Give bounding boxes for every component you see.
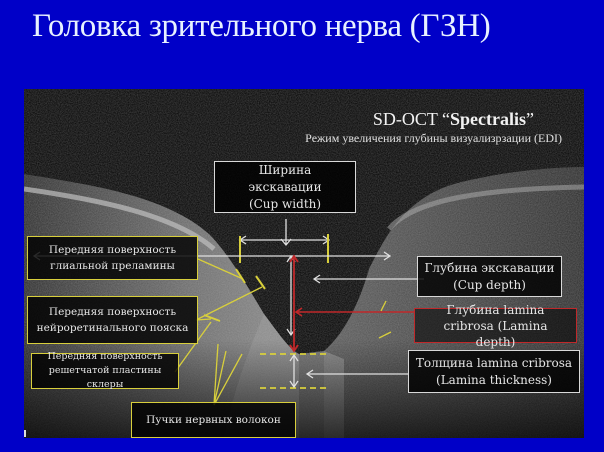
label-cup-depth: Глубина экскавации (Cup depth): [417, 256, 562, 297]
slide-marker: [24, 430, 26, 437]
heading-prefix: SD-OCT “: [372, 109, 450, 129]
oct-scan-image: SD-OCT “Spectralis” Режим увеличения глу…: [24, 89, 584, 438]
label-lamina-surface: Передняя поверхность решетчатой пластины…: [31, 351, 179, 390]
label-lamina-thickness: Толщина lamina cribrosa (Lamina thicknes…: [408, 350, 580, 393]
label-glial-prelamina: Передняя поверхность глиальной преламины: [27, 236, 198, 280]
device-heading: SD-OCT “Spectralis”: [373, 109, 534, 130]
label-cup-width: Ширина экскавации (Cup width): [214, 161, 356, 213]
slide-title: Головка зрительного нерва (ГЗН): [32, 8, 491, 44]
heading-suffix: ”: [526, 109, 534, 129]
label-nerve-bundles: Пучки нервных волокон: [131, 402, 296, 438]
label-neuroretinal-rim: Передняя поверхность нейроретинального п…: [27, 296, 198, 344]
label-lamina-depth: Глубина lamina cribrosa (Lamina depth): [414, 303, 577, 349]
heading-brand: Spectralis: [450, 109, 526, 129]
device-subheading: Режим увеличения глубины визуализрзации …: [305, 131, 562, 145]
